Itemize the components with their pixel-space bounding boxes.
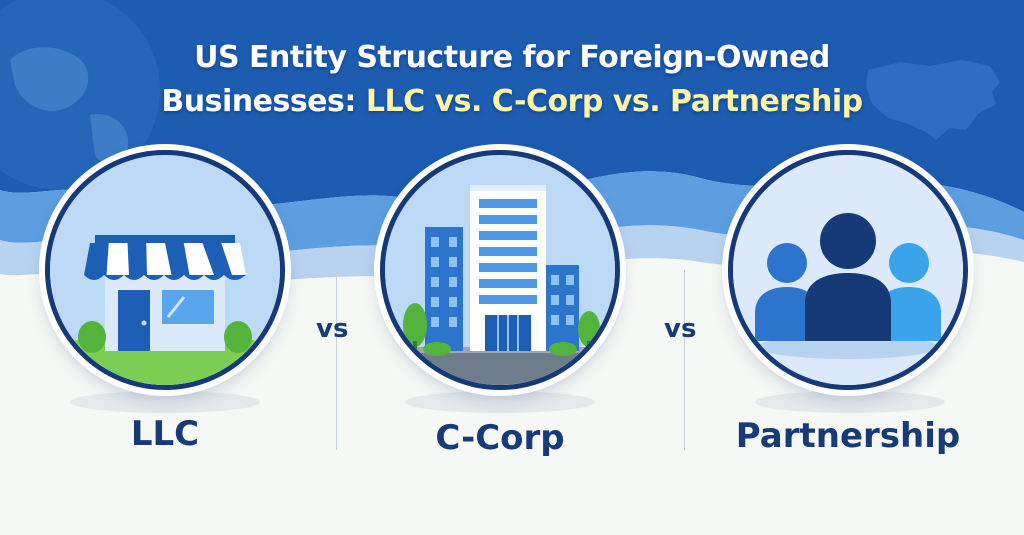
- title-line-1: US Entity Structure for Foreign-Owned: [194, 40, 830, 75]
- option-label-partnership: Partnership: [735, 416, 961, 456]
- c-corp-illustration: [380, 150, 620, 390]
- option-label-llc: LLC: [130, 414, 200, 454]
- title-line-2-highlight: LLC vs. C-Corp vs. Partnership: [365, 84, 863, 119]
- title-line-2-prefix: Businesses:: [161, 84, 366, 119]
- office-building-icon: [385, 155, 615, 385]
- people-group-icon: [733, 155, 963, 385]
- vs-separator-1: vs: [316, 314, 349, 344]
- option-label-c-corp: C-Corp: [435, 418, 565, 458]
- divider-right: [684, 270, 685, 450]
- title-line-2: Businesses: LLC vs. C-Corp vs. Partnersh…: [0, 80, 1024, 124]
- divider-left: [336, 270, 337, 450]
- storefront-icon: [50, 155, 280, 385]
- llc-illustration: [45, 150, 285, 390]
- partnership-illustration: [728, 150, 968, 390]
- page-title: US Entity Structure for Foreign-Owned Bu…: [0, 36, 1024, 124]
- vs-separator-2: vs: [664, 314, 697, 344]
- us-map-icon: [866, 60, 1000, 140]
